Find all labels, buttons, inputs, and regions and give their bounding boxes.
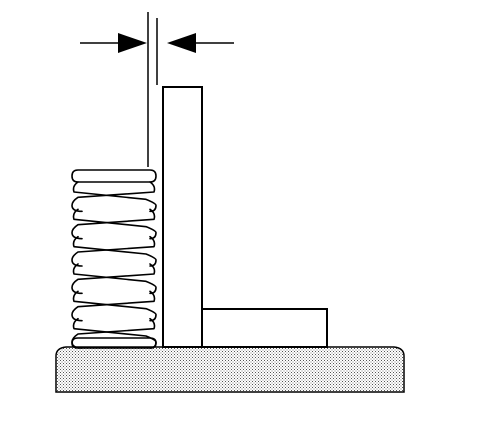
coil-spring bbox=[71, 169, 157, 349]
surface-plate bbox=[55, 346, 405, 393]
spring-coil-front bbox=[71, 290, 156, 322]
right-gap-arrow bbox=[167, 33, 234, 53]
spring-coil-back bbox=[72, 290, 157, 322]
spring-top-coil bbox=[71, 169, 157, 183]
spring-coil-back bbox=[72, 208, 157, 240]
spring-coil-front bbox=[71, 263, 156, 295]
spring-coil-back bbox=[72, 181, 157, 213]
spring-coil-front bbox=[71, 208, 156, 240]
square-upright-blade bbox=[162, 86, 203, 348]
spring-coil-front bbox=[71, 181, 156, 213]
spring-bottom-coil bbox=[71, 337, 157, 349]
spring-coil-back bbox=[72, 235, 157, 267]
spring-coil-front bbox=[71, 235, 156, 267]
spring-coil-back bbox=[72, 263, 157, 295]
left-gap-arrow bbox=[80, 33, 147, 53]
